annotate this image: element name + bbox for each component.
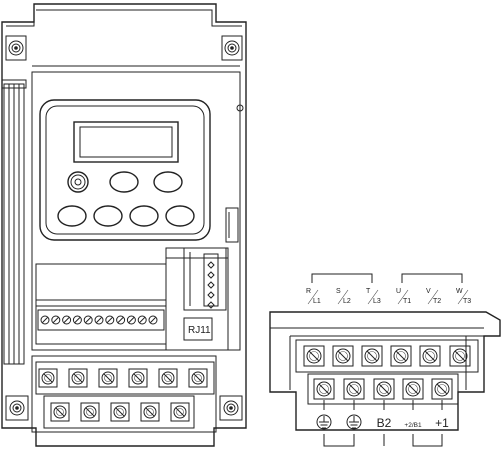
port-label: RJ11 bbox=[188, 325, 211, 336]
drive-front-view: RJ11 bbox=[2, 4, 246, 446]
rj11-pin bbox=[208, 292, 214, 298]
svg-text:R: R bbox=[306, 288, 311, 295]
terminal-screw-icon bbox=[99, 369, 117, 387]
terminal-screw-icon bbox=[141, 403, 159, 421]
svg-text:T2: T2 bbox=[433, 298, 441, 305]
control-terminal-screw-icon bbox=[52, 316, 60, 324]
control-terminal-screw-icon bbox=[127, 316, 135, 324]
terminal-screw-icon bbox=[51, 403, 69, 421]
terminal-detail-view: RL1 SL2 TL3 UT1 VT2 WT3 B2 +2/B1 +1 bbox=[270, 274, 500, 446]
terminal-screw-icon bbox=[420, 346, 440, 366]
ground-icon bbox=[347, 415, 361, 429]
mounting-hole-bottom-right-icon bbox=[220, 396, 242, 420]
key-button[interactable] bbox=[154, 172, 182, 192]
key-button[interactable] bbox=[130, 206, 158, 226]
terminal-label: B2 bbox=[377, 416, 392, 430]
rj11-pin bbox=[208, 302, 214, 308]
control-terminal-block bbox=[36, 264, 166, 344]
terminal-label: TL3 bbox=[366, 288, 381, 305]
terminal-screw-icon bbox=[189, 369, 207, 387]
svg-text:L1: L1 bbox=[313, 298, 321, 305]
rj11-connector: RJ11 bbox=[166, 248, 228, 350]
terminal-screw-icon bbox=[333, 346, 353, 366]
terminal-screw-icon bbox=[362, 346, 382, 366]
terminal-screw-icon bbox=[344, 379, 364, 399]
terminal-screw-icon bbox=[111, 403, 129, 421]
terminal-label: WT3 bbox=[456, 288, 471, 305]
terminal-screw-icon bbox=[39, 369, 57, 387]
ground-icon bbox=[317, 415, 331, 429]
terminal-screw-icon bbox=[374, 379, 394, 399]
control-terminal-screw-icon bbox=[149, 316, 157, 324]
terminal-screw-icon bbox=[129, 369, 147, 387]
control-terminal-screw-icon bbox=[117, 316, 125, 324]
mounting-hole-top-left-icon bbox=[6, 36, 26, 60]
terminal-screw-icon bbox=[391, 346, 411, 366]
svg-text:T1: T1 bbox=[403, 298, 411, 305]
terminal-screw-icon bbox=[403, 379, 423, 399]
svg-text:T: T bbox=[366, 288, 371, 295]
key-button[interactable] bbox=[58, 206, 86, 226]
svg-text:U: U bbox=[396, 288, 401, 295]
rj11-pin bbox=[208, 262, 214, 268]
control-terminal-screw-icon bbox=[138, 316, 146, 324]
side-heatsink bbox=[2, 80, 26, 364]
terminal-label: +1 bbox=[435, 416, 449, 430]
key-button[interactable] bbox=[166, 206, 194, 226]
cover-latch bbox=[226, 208, 238, 242]
output-group-leader bbox=[402, 274, 462, 283]
input-group-leader bbox=[312, 274, 372, 283]
key-button[interactable] bbox=[94, 206, 122, 226]
svg-text:W: W bbox=[456, 288, 463, 295]
svg-text:L2: L2 bbox=[343, 298, 351, 305]
terminal-label: RL1 bbox=[306, 288, 321, 305]
terminal-screw-icon bbox=[432, 379, 452, 399]
terminal-screw-icon bbox=[304, 346, 324, 366]
terminal-label: UT1 bbox=[396, 288, 411, 305]
keypad-panel bbox=[40, 100, 210, 240]
terminal-screw-icon bbox=[314, 379, 334, 399]
control-terminal-screw-icon bbox=[84, 316, 92, 324]
terminal-screw-icon bbox=[450, 346, 470, 366]
control-terminal-screw-icon bbox=[41, 316, 49, 324]
control-terminal-screw-icon bbox=[63, 316, 71, 324]
control-terminal-screw-icon bbox=[106, 316, 114, 324]
ground-group-leader bbox=[324, 434, 354, 446]
dc-group-leader bbox=[413, 434, 442, 446]
mounting-hole-bottom-left-icon bbox=[6, 396, 28, 420]
terminal-screw-icon bbox=[69, 369, 87, 387]
power-terminal-block-front bbox=[32, 356, 216, 432]
mounting-hole-top-right-icon bbox=[222, 36, 242, 60]
front-panel bbox=[32, 72, 240, 350]
display-window bbox=[74, 122, 178, 162]
terminal-screw-icon bbox=[159, 369, 177, 387]
terminal-label: +2/B1 bbox=[404, 422, 422, 429]
terminal-label: VT2 bbox=[426, 288, 441, 305]
key-button[interactable] bbox=[110, 172, 138, 192]
terminal-screw-icon bbox=[81, 403, 99, 421]
svg-text:T3: T3 bbox=[463, 298, 471, 305]
svg-text:V: V bbox=[426, 288, 431, 295]
svg-text:L3: L3 bbox=[373, 298, 381, 305]
rj11-pin bbox=[208, 282, 214, 288]
terminal-screw-icon bbox=[171, 403, 189, 421]
control-terminal-screw-icon bbox=[73, 316, 81, 324]
control-terminal-screw-icon bbox=[95, 316, 103, 324]
terminal-label: SL2 bbox=[336, 288, 351, 305]
rj11-pin bbox=[208, 272, 214, 278]
svg-text:S: S bbox=[336, 288, 341, 295]
